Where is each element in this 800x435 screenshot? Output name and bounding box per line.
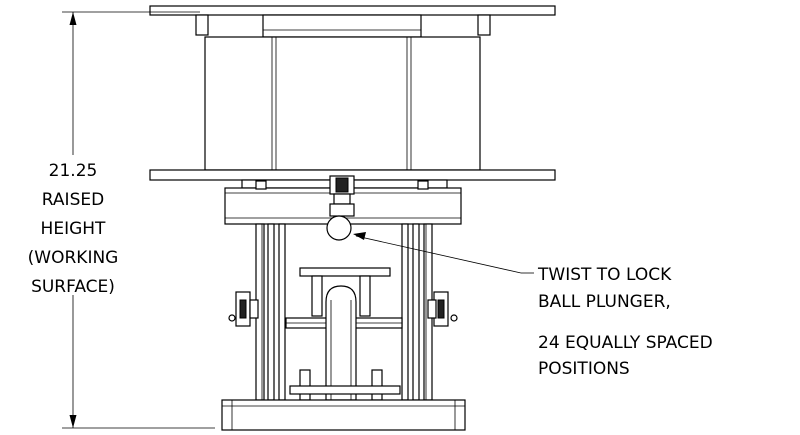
dimension-label-line-1: RAISED <box>42 190 104 210</box>
clamp-right <box>427 291 458 327</box>
ball-plunger <box>326 215 352 241</box>
callout-line-4: POSITIONS <box>538 359 630 379</box>
clamp-left <box>228 291 259 327</box>
dimension-label-line-4: SURFACE) <box>31 277 115 297</box>
top-hub <box>262 14 422 38</box>
callout-leader <box>353 232 534 274</box>
top-plate <box>149 5 556 16</box>
callout-line-2: BALL PLUNGER, <box>538 292 671 312</box>
column-box <box>204 36 481 171</box>
height-dimension <box>62 11 215 429</box>
lift-mechanism <box>224 175 462 401</box>
top-bracket-right <box>477 14 491 36</box>
center-post <box>325 285 357 401</box>
top-bracket-left <box>195 14 209 36</box>
dimension-label-line-2: HEIGHT <box>41 219 106 239</box>
top-table-assembly <box>149 5 556 181</box>
base-plate <box>221 399 466 431</box>
dimension-label-line-3: (WORKING <box>28 248 119 268</box>
callout-line-1: TWIST TO LOCK <box>537 265 672 285</box>
callout-line-3: 24 EQUALLY SPACED <box>538 333 713 353</box>
dimension-value: 21.25 <box>49 161 98 181</box>
